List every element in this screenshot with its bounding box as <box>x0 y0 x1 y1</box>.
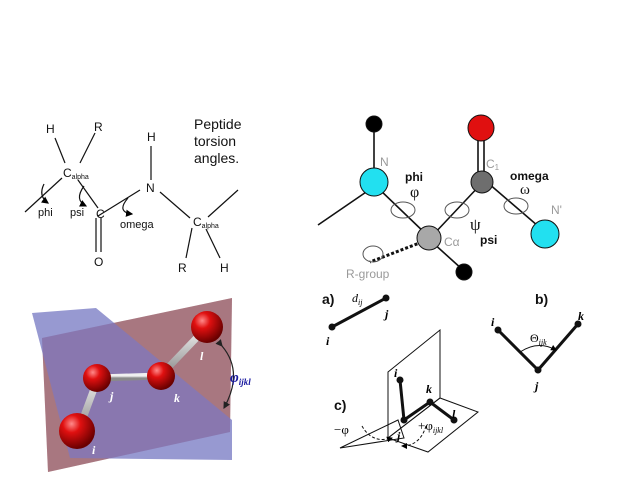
panel-b-theta: Θijk <box>530 331 547 347</box>
panel-c-label: c) <box>334 397 346 413</box>
panel-c: c) i j k l −φ +φijkl <box>334 328 480 453</box>
panel-b: b) i k j Θijk <box>491 291 584 393</box>
label-atom-j: j <box>108 389 114 403</box>
ball-stick-atoms <box>359 114 560 281</box>
label-r-top: R <box>94 120 103 134</box>
peptide-torsion-drawing <box>24 132 239 259</box>
label-psi-symbol: ψ <box>470 215 481 234</box>
hydrogen-atom-bottom <box>455 263 473 281</box>
panel-a-label: a) <box>322 291 334 307</box>
atom-k <box>147 362 175 390</box>
nitrogen-prime-atom <box>530 219 560 249</box>
panel-a: a) i j dij <box>322 291 390 348</box>
title-line-2: torsion <box>194 133 236 149</box>
label-r-group: R-group <box>346 267 390 281</box>
atom-i-bottom <box>59 413 95 449</box>
atom-j <box>83 364 111 392</box>
title-line-3: angles. <box>194 150 239 166</box>
panel-c-plus-phi: +φijkl <box>418 418 444 435</box>
label-calpha-atom: Cα <box>444 235 460 249</box>
label-c: C <box>96 207 105 221</box>
peptide-title: Peptide torsion angles. <box>194 116 242 166</box>
oxygen-atom <box>467 114 495 142</box>
label-n-atom: N <box>380 155 389 169</box>
label-atom-i: i <box>92 443 96 457</box>
label-c1-atom: C1 <box>486 157 500 172</box>
panel-c-l: l <box>452 407 456 421</box>
peptide-labels: H R H Calpha C N O Calpha R H phi psi om… <box>38 120 229 275</box>
label-atom-k: k <box>174 391 180 405</box>
panel-a-i: i <box>326 334 330 348</box>
label-calpha-2: Calpha <box>193 215 219 230</box>
label-omega-name: omega <box>510 169 549 183</box>
panel-b-j: j <box>533 379 539 393</box>
panel-c-i: i <box>394 366 398 380</box>
label-phi-ijkl: φijkl <box>230 370 251 387</box>
panel-c-k: k <box>426 382 432 396</box>
label-omega: omega <box>120 219 155 231</box>
title-line-1: Peptide <box>194 116 242 132</box>
panel-c-minus-phi: −φ <box>334 422 349 437</box>
dihedral-atoms <box>59 311 223 449</box>
ball-stick-labels: N C1 Cα N' phi φ ψ psi omega ω R-group <box>346 155 562 281</box>
label-h-bottom: H <box>220 261 229 275</box>
ball-stick-rotations <box>362 197 529 263</box>
label-h-top-2: H <box>147 130 156 144</box>
dihedral-angle-arrow <box>215 339 235 410</box>
label-omega-symbol: ω <box>520 182 530 198</box>
label-atom-l: l <box>200 349 204 363</box>
atom-l <box>191 311 223 343</box>
carbon-alpha-atom <box>416 225 442 251</box>
carbon-atom-c1 <box>470 170 494 194</box>
label-phi-symbol: φ <box>410 184 419 201</box>
panel-b-k: k <box>578 309 584 323</box>
label-r-bottom: R <box>178 261 187 275</box>
dihedral-labels: i j k l <box>92 349 204 457</box>
panel-c-j: j <box>395 429 401 443</box>
label-phi-name: phi <box>405 170 423 184</box>
label-psi-name: psi <box>480 233 497 247</box>
panel-b-i: i <box>491 315 495 329</box>
panel-a-dist: dij <box>352 291 363 307</box>
ball-stick-bonds <box>317 127 546 271</box>
label-n: N <box>146 181 155 195</box>
hydrogen-atom-top <box>365 115 383 133</box>
nitrogen-atom <box>359 167 389 197</box>
label-h-top-1: H <box>46 122 55 136</box>
panel-a-j: j <box>383 307 389 321</box>
label-o: O <box>94 255 103 269</box>
label-psi: psi <box>70 207 84 219</box>
panel-b-label: b) <box>535 291 548 307</box>
label-n-prime-atom: N' <box>551 203 562 217</box>
label-phi: phi <box>38 207 53 219</box>
label-calpha-1: Calpha <box>63 166 89 181</box>
